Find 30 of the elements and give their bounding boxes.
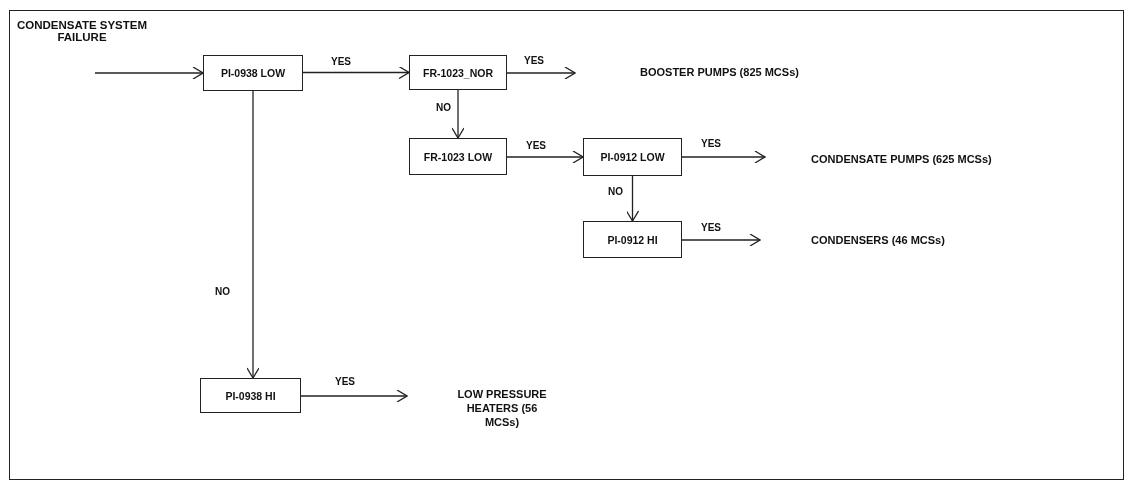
edge-label: NO bbox=[607, 186, 624, 198]
outcome-label: BOOSTER PUMPS (825 MCSs) bbox=[640, 66, 799, 78]
arrow bbox=[681, 150, 766, 164]
arrow bbox=[451, 89, 465, 139]
arrow bbox=[625, 175, 640, 222]
arrow bbox=[681, 233, 761, 247]
outcome-label: LOW PRESSURE HEATERS (56 MCSs) bbox=[456, 387, 548, 429]
outcome-label: CONDENSERS (46 MCSs) bbox=[811, 234, 945, 246]
diagram-title: CONDENSATE SYSTEM FAILURE bbox=[15, 19, 149, 43]
process-box: FR-1023_NOR bbox=[409, 55, 507, 90]
edge-label: NO bbox=[435, 102, 452, 114]
process-box: PI-0912 HI bbox=[583, 221, 682, 258]
edge-label: YES bbox=[700, 138, 722, 150]
process-box: PI-0938 LOW bbox=[203, 55, 303, 91]
arrow bbox=[506, 150, 584, 164]
process-box: PI-0938 HI bbox=[200, 378, 301, 413]
edge-label: YES bbox=[334, 376, 356, 388]
process-box: PI-0912 LOW bbox=[583, 138, 682, 176]
arrow bbox=[506, 66, 576, 80]
arrow bbox=[94, 66, 204, 80]
edge-label: NO bbox=[214, 286, 231, 298]
edge-label: YES bbox=[330, 56, 352, 68]
edge-label: YES bbox=[525, 140, 547, 152]
outcome-label: CONDENSATE PUMPS (625 MCSs) bbox=[811, 153, 992, 165]
arrow bbox=[300, 389, 408, 403]
arrow bbox=[246, 90, 260, 379]
edge-label: YES bbox=[700, 222, 722, 234]
process-box: FR-1023 LOW bbox=[409, 138, 507, 175]
edge-label: YES bbox=[523, 55, 545, 67]
arrow bbox=[302, 65, 410, 80]
